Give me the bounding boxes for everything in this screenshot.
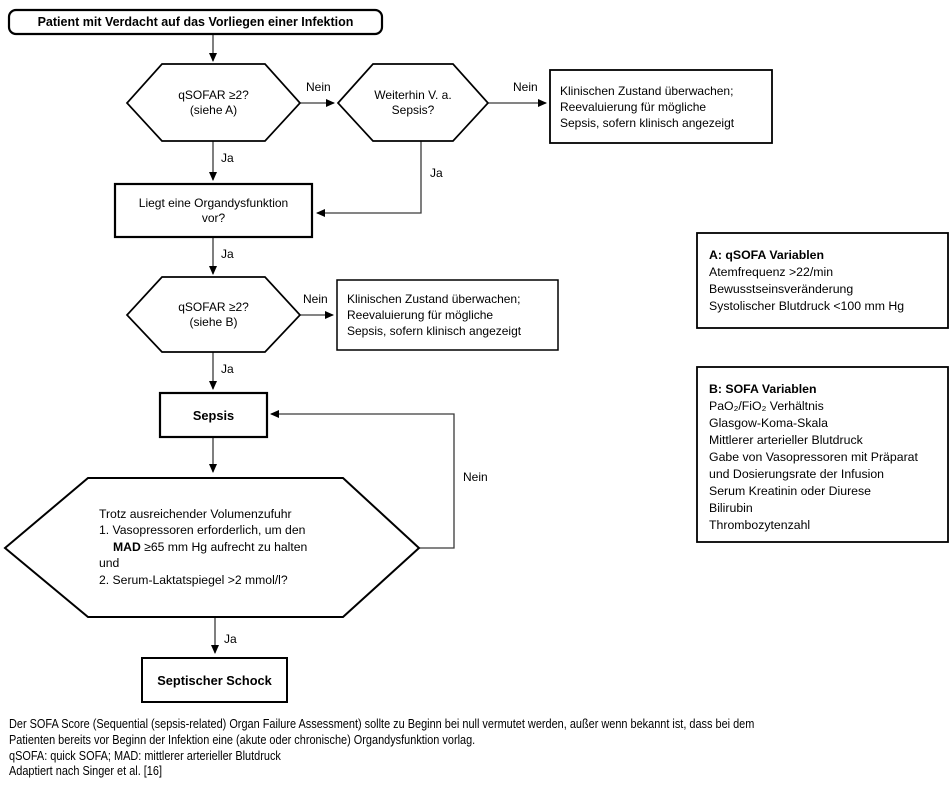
label-ja-weiterhin: Ja — [430, 166, 443, 180]
label-nein-loop: Nein — [463, 470, 488, 484]
sidebar-b-item: Gabe von Vasopressoren mit Präparat — [709, 450, 918, 464]
monitor-mid-line1: Klinischen Zustand überwachen; — [347, 292, 521, 306]
sidebar-b-item: und Dosierungsrate der Infusion — [709, 467, 884, 481]
start-node-label: Patient mit Verdacht auf das Vorliegen e… — [9, 10, 382, 34]
qsofa-a-line1: qSOFAR ≥2? — [178, 87, 249, 102]
sidebar-b-title: B: SOFA Variablen — [709, 382, 817, 396]
monitor-mid-line3: Sepsis, sofern klinisch angezeigt — [347, 324, 522, 338]
sidebar-b-item: Serum Kreatinin oder Diurese — [709, 484, 871, 498]
sidebar-a-item: Atemfrequenz >22/min — [709, 265, 834, 279]
start-node-shape — [7, 8, 384, 36]
shock-check-line4: und — [99, 556, 120, 571]
footnote: Der SOFA Score (Sequential (sepsis-relat… — [9, 716, 952, 779]
sidebar-b-item: Glasgow-Koma-Skala — [709, 416, 828, 430]
footnote-line4: Adaptiert nach Singer et al. [16] — [9, 763, 162, 779]
qsofa-b-line2: (siehe B) — [189, 314, 238, 329]
monitor-mid-box-label: Klinischen Zustand überwachen; Reevaluie… — [347, 280, 558, 350]
sidebar-a-item: Bewusstseinsveränderung — [709, 282, 854, 296]
weiterhin-line1: Weiterhin V. a. — [374, 87, 452, 102]
weiterhin-line2: Sepsis? — [391, 102, 435, 117]
start-node-text: Patient mit Verdacht auf das Vorliegen e… — [37, 14, 354, 29]
label-ja-qsofa-b: Ja — [221, 362, 234, 376]
monitor-top-line2: Reevaluierung für mögliche — [560, 99, 707, 114]
weiterhin-hexagon-label: Weiterhin V. a. Sepsis? — [338, 64, 488, 141]
label-nein-qsofa-a: Nein — [306, 80, 331, 94]
qsofa-b-hexagon-shape — [125, 276, 302, 353]
sidebar-a-box: A: qSOFA Variablen Atemfrequenz >22/min … — [709, 247, 944, 315]
label-ja-shock: Ja — [224, 632, 237, 646]
footnote-line3: qSOFA: quick SOFA; MAD: mittlerer arteri… — [9, 747, 281, 763]
monitor-mid-line2: Reevaluierung für mögliche — [347, 308, 494, 322]
footnote-line2: Patienten bereits vor Beginn der Infekti… — [9, 731, 476, 747]
septic-shock-box-shape — [141, 657, 288, 703]
label-nein-qsofa-b: Nein — [303, 292, 328, 306]
monitor-top-box-shape — [549, 69, 773, 144]
sidebar-a-item: Systolischer Blutdruck <100 mm Hg — [709, 299, 905, 313]
label-ja-qsofa-a: Ja — [221, 151, 234, 165]
sidebar-a-title: A: qSOFA Variablen — [709, 248, 825, 262]
sidebar-b-box: B: SOFA Variablen PaO₂/FiO₂ Verhältnis G… — [709, 381, 944, 534]
sidebar-b-item: PaO₂/FiO₂ Verhältnis — [709, 399, 824, 413]
sidebar-b-item: Thrombozytenzahl — [709, 518, 811, 532]
footnote-line1: Der SOFA Score (Sequential (sepsis-relat… — [9, 716, 755, 731]
monitor-top-line1: Klinischen Zustand überwachen; — [560, 83, 734, 98]
sidebar-b-box-shape — [696, 366, 949, 543]
sidebar-a-box-shape — [696, 232, 949, 329]
sepsis-box-shape — [158, 391, 269, 439]
sidebar-b-item: Bilirubin — [709, 501, 753, 515]
edge-weiterhin-ja — [316, 140, 422, 217]
monitor-mid-box-shape — [336, 279, 559, 351]
label-nein-weiterhin: Nein — [513, 80, 538, 94]
shock-check-mad-abbrev: MAD — [113, 539, 141, 554]
monitor-top-box-label: Klinischen Zustand überwachen; Reevaluie… — [560, 70, 772, 143]
shock-check-line5: 2. Serum-Laktatspiegel >2 mmol/l? — [99, 572, 288, 587]
shock-check-line1: Trotz ausreichender Volumenzufuhr — [99, 507, 292, 521]
qsofa-a-line2: (siehe A) — [189, 102, 238, 117]
qsofa-a-hexagon-shape — [125, 63, 302, 142]
sepsis-text: Sepsis — [192, 407, 235, 423]
shock-check-line3-rest: ≥65 mm Hg aufrecht zu halten — [140, 539, 308, 554]
sidebar-b-item: Mittlerer arterieller Blutdruck — [709, 433, 863, 447]
label-ja-organ: Ja — [221, 247, 234, 261]
organdysfunktion-box-shape — [113, 182, 314, 239]
septic-shock-box-label: Septischer Schock — [142, 658, 287, 702]
qsofa-b-line1: qSOFAR ≥2? — [178, 299, 249, 314]
shock-check-hexagon-label: Trotz ausreichender Volumenzufuhr 1. Vas… — [99, 506, 379, 588]
sepsis-box-label: Sepsis — [160, 393, 267, 437]
monitor-top-line3: Sepsis, sofern klinisch angezeigt — [560, 115, 735, 130]
organdysfunktion-box-label: Liegt eine Organdysfunktion vor? — [115, 184, 312, 237]
septic-shock-text: Septischer Schock — [157, 672, 272, 688]
weiterhin-hexagon-shape — [336, 63, 490, 142]
qsofa-a-hexagon-label: qSOFAR ≥2? (siehe A) — [127, 64, 300, 141]
edge-check-nein-loop — [270, 410, 455, 549]
qsofa-b-hexagon-label: qSOFAR ≥2? (siehe B) — [127, 277, 300, 352]
shock-check-line3: MAD ≥65 mm Hg aufrecht zu halten — [99, 539, 379, 555]
organdysfunktion-line1: Liegt eine Organdysfunktion — [138, 195, 289, 210]
shock-check-line2: 1. Vasopressoren erforderlich, um den — [99, 523, 306, 538]
shock-check-hexagon-shape — [3, 477, 421, 618]
organdysfunktion-line2: vor? — [201, 210, 226, 225]
